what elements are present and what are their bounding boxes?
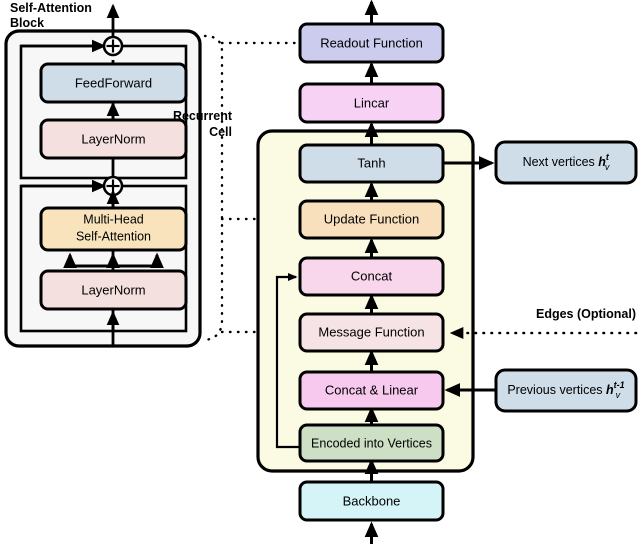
previous-vertices-prefix: Previous vertices [507,383,606,397]
next-vertices-sub: v [605,162,610,172]
update-function-label: Update Function [324,211,419,226]
encoded-to-concat-skip [275,272,300,449]
layernorm-upper-label: LayerNorm [81,131,145,146]
concat-and-linear-node[interactable]: Concat & Linear [298,370,445,411]
next-vertices-sup: t [606,152,610,162]
next-vertices-box[interactable] [494,140,638,185]
next-vertices-prefix: Next vertices [523,155,599,169]
layernorm-lower-box[interactable] [39,269,188,311]
encoded-into-vertices-node[interactable]: Encoded into Vertices [298,423,445,463]
previous-vertices-symbol: h [606,383,614,397]
next-vertices-symbol: h [598,155,606,169]
layernorm-upper-node[interactable]: LayerNorm [39,118,188,160]
concat-node[interactable]: Concat [298,256,445,297]
backbone-label: Backbone [343,493,401,508]
mhsa-label-line1: Multi-Head [83,212,143,226]
residual-add-upper [102,35,124,57]
recurrent-cell-label: Recurrent [173,109,233,123]
encoded-into-vertices-label: Encoded into Vertices [311,436,432,450]
recurrent-cell-label2: Cell [209,125,232,139]
edges-optional-label: Edges (Optional) [536,307,636,321]
self-attention-block-label2: Block [10,16,44,30]
feedforward-label: FeedForward [75,75,152,90]
concat-label: Concat [351,268,393,283]
message-function-label: Message Function [318,324,424,339]
layernorm-lower-node[interactable]: LayerNorm [39,269,188,311]
qkv-arrows [63,252,164,269]
readout-function-node[interactable]: Readout Function [298,22,445,64]
feedforward-node[interactable]: FeedForward [39,62,188,104]
tanh-label: Tanh [357,155,385,170]
dotted-bracket [203,34,224,342]
readout-function-label: Readout Function [320,35,423,50]
tanh-node[interactable]: Tanh [298,143,445,184]
update-function-node[interactable]: Update Function [298,199,445,240]
self-attention-block: FeedForward LayerNorm Multi-Head Self-At… [4,3,202,348]
previous-vertices-sub: v [616,390,621,400]
linear-node[interactable]: Lincar [298,82,445,124]
linear-label: Lincar [354,95,390,110]
self-attention-block-label: Self-Attention [10,1,92,15]
layernorm-lower-label: LayerNorm [81,282,145,297]
concat-and-linear-label: Concat & Linear [325,382,419,397]
previous-vertices-sup: t-1 [614,380,625,390]
backbone-node[interactable]: Backbone [298,480,445,522]
message-function-node[interactable]: Message Function [298,312,445,353]
mhsa-label-line2: Self-Attention [76,229,151,243]
multi-head-self-attention-node[interactable]: Multi-Head Self-Attention [39,206,188,252]
